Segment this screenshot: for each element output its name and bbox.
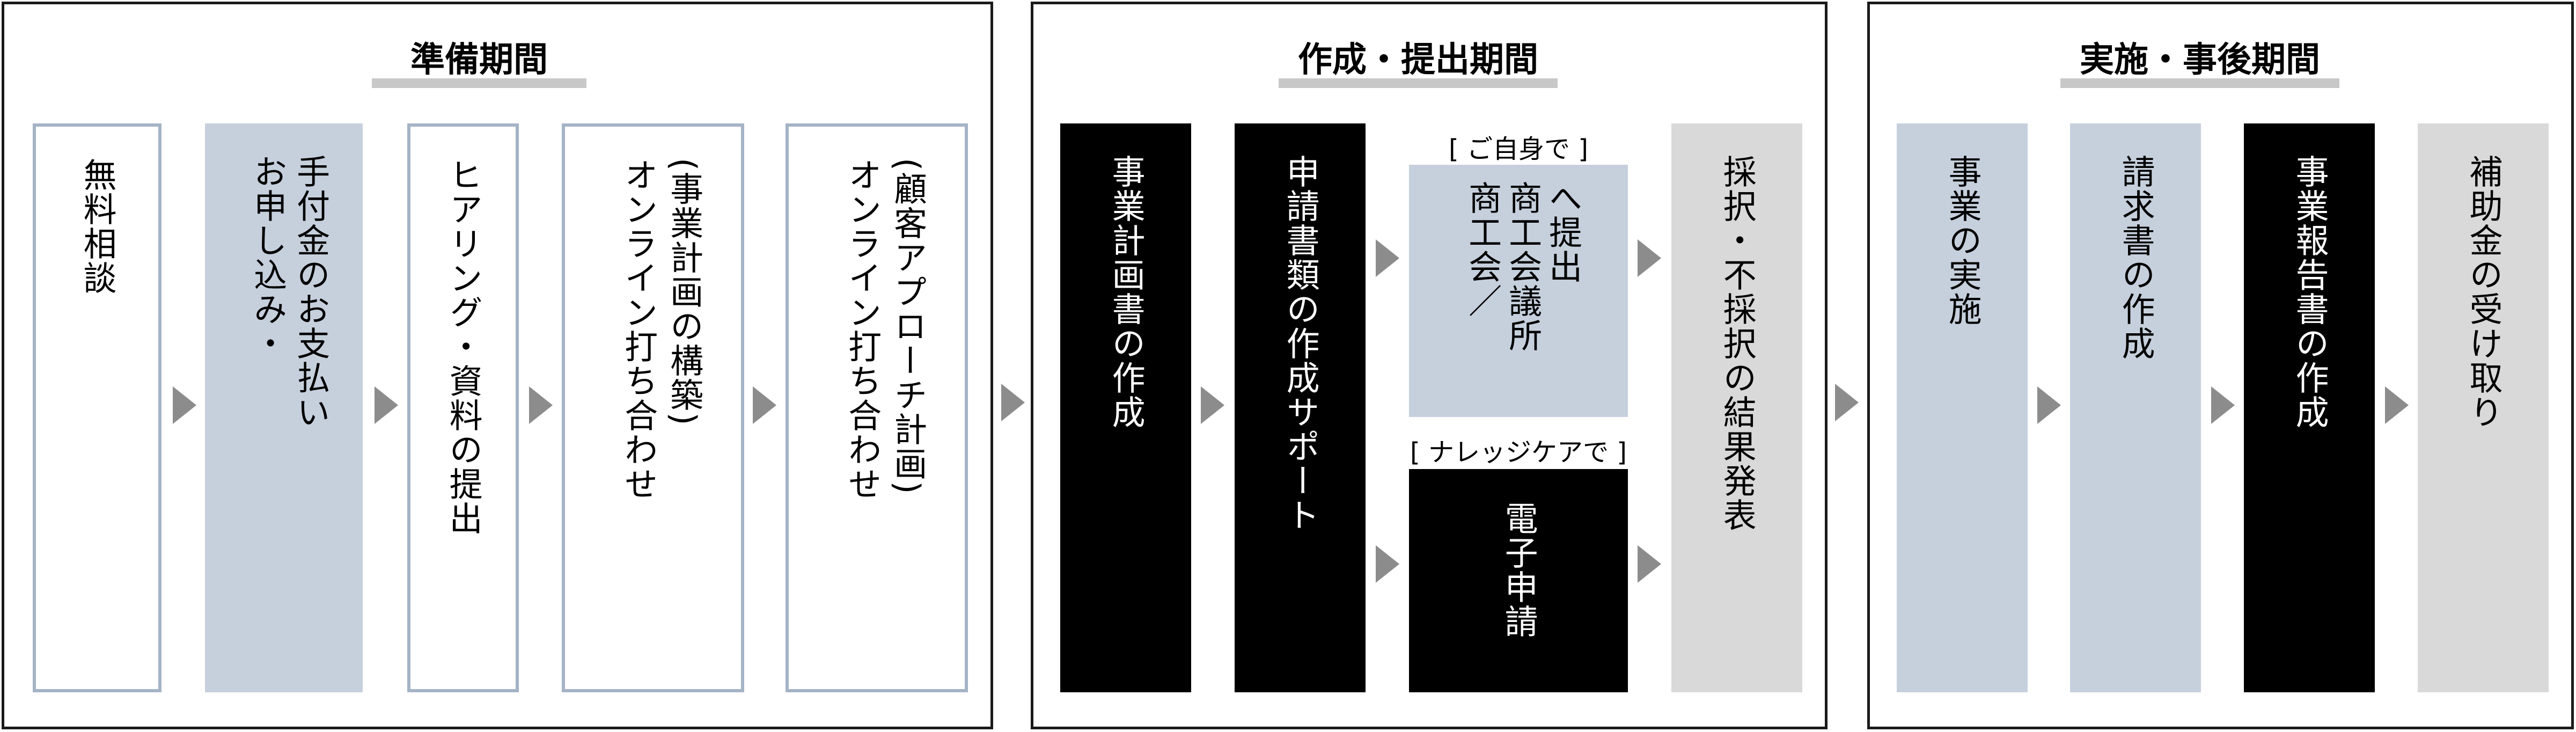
step-label: 採択・不採択の結果発表 xyxy=(1717,155,1757,532)
step-subsidy-receipt: 補助金の受け取り xyxy=(2418,123,2549,692)
step-business-report-creation: 事業報告書の作成 xyxy=(2244,123,2375,692)
arrow-icon xyxy=(375,386,398,424)
arrow-icon xyxy=(753,386,776,424)
step-label: 商工会／ xyxy=(1463,181,1502,318)
step-chamber-submission: へ提出 商工会議所 商工会／ xyxy=(1409,165,1628,417)
step-electronic-application: 電子申請 xyxy=(1409,469,1628,692)
phase-panel-prep: 準備期間 無料相談 手付金のお支払い お申し込み・ ヒアリング・資料の提出 (事… xyxy=(2,2,993,729)
step-label: (顧客アプローチ計画) xyxy=(888,158,928,495)
arrow-icon xyxy=(1376,239,1399,277)
step-customer-approach-meeting: (顧客アプローチ計画) オンライン打ち合わせ xyxy=(786,123,968,692)
step-label: 電子申請 xyxy=(1499,501,1538,639)
arrow-icon xyxy=(173,386,196,424)
step-business-plan-meeting: (事業計画の構築) オンライン打ち合わせ xyxy=(562,123,744,692)
step-business-plan-creation: 事業計画書の作成 xyxy=(1060,123,1191,692)
phase-title-post: 実施・事後期間 xyxy=(2060,41,2339,88)
step-label: オンライン打ち合わせ xyxy=(842,158,882,501)
arrow-icon xyxy=(1835,384,1859,421)
step-hearing-documents: ヒアリング・資料の提出 xyxy=(407,123,519,692)
arrow-icon xyxy=(1638,545,1661,583)
arrow-icon xyxy=(2037,386,2061,424)
phase-title-prep: 準備期間 xyxy=(372,41,586,88)
step-application-docs-support: 申請書類の作成サポート xyxy=(1235,123,1366,692)
arrow-icon xyxy=(1001,384,1025,421)
arrow-icon xyxy=(2211,386,2235,424)
phase-panel-post: 実施・事後期間 事業の実施 請求書の作成 事業報告書の作成 補助金の受け取り xyxy=(1867,2,2574,729)
step-label: 事業の実施 xyxy=(1942,155,1982,326)
step-business-implementation: 事業の実施 xyxy=(1897,123,2028,692)
step-label: 事業報告書の作成 xyxy=(2289,155,2329,429)
step-label: (事業計画の構築) xyxy=(664,158,704,427)
arrow-icon xyxy=(1201,386,1224,424)
route-label-self: [ ご自身で ] xyxy=(1449,134,1588,164)
step-label: 無料相談 xyxy=(77,158,117,295)
arrow-icon xyxy=(1376,545,1399,583)
step-label: オンライン打ち合わせ xyxy=(619,158,658,501)
step-free-consultation: 無料相談 xyxy=(33,123,162,692)
arrow-icon xyxy=(2385,386,2409,424)
route-label-knowledge-care: [ ナレッジケアで ] xyxy=(1410,437,1627,467)
phase-panel-create: 作成・提出期間 事業計画書の作成 申請書類の作成サポート [ ご自身で ] へ提… xyxy=(1031,2,1828,729)
arrow-icon xyxy=(529,386,553,424)
step-invoice-creation: 請求書の作成 xyxy=(2070,123,2201,692)
step-label: 請求書の作成 xyxy=(2116,155,2155,361)
step-label: お申し込み・ xyxy=(248,155,288,361)
step-application-payment: 手付金のお支払い お申し込み・ xyxy=(205,123,363,692)
step-label: 事業計画書の作成 xyxy=(1106,155,1146,429)
step-label: 補助金の受け取り xyxy=(2463,155,2503,429)
step-label: 手付金のお支払い xyxy=(291,155,331,429)
step-label: ヒアリング・資料の提出 xyxy=(443,158,483,536)
phase-title-create: 作成・提出期間 xyxy=(1279,41,1558,88)
step-selection-result: 採択・不採択の結果発表 xyxy=(1671,123,1802,692)
step-label: 申請書類の作成サポート xyxy=(1280,155,1320,532)
step-label: 商工会議所 xyxy=(1503,181,1543,353)
arrow-icon xyxy=(1638,239,1661,277)
step-label: へ提出 xyxy=(1543,181,1583,284)
